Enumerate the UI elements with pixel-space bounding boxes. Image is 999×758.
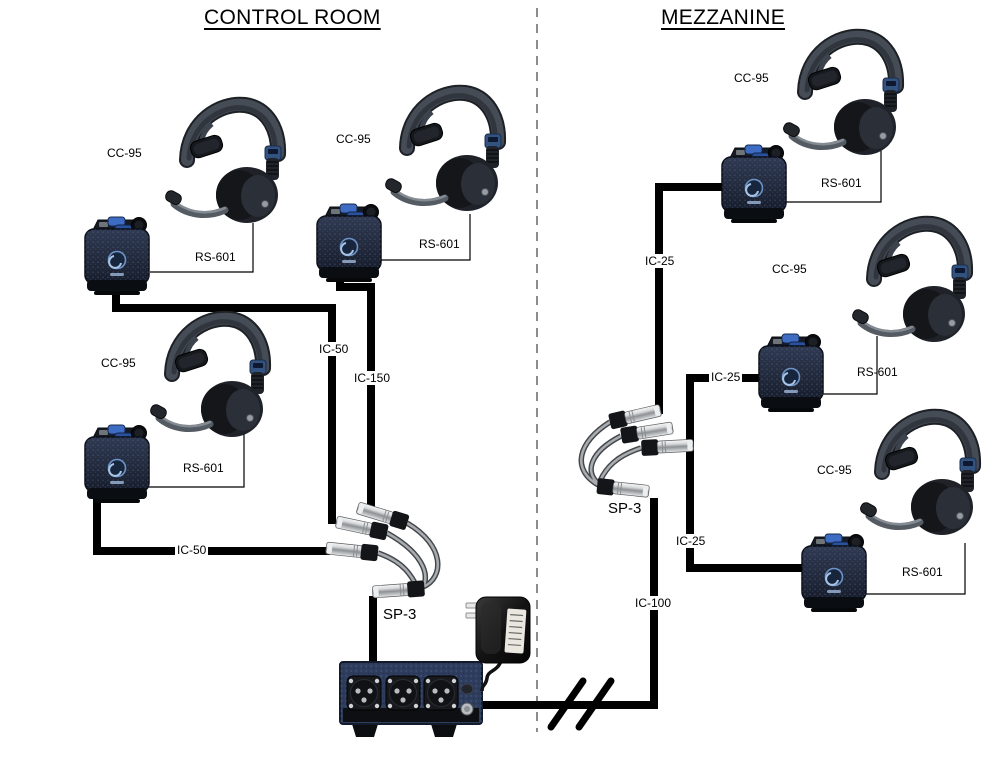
label-pointer-lines	[148, 146, 966, 595]
headset-label: CC-95	[817, 463, 852, 477]
splitter-label: SP-3	[383, 606, 417, 623]
beltpack-label: RS-601	[857, 365, 898, 379]
headset-label: CC-95	[107, 146, 142, 160]
cc95-headset-icon	[859, 417, 976, 535]
rs601-beltpack-icon	[801, 533, 867, 613]
cable-label-ic150: IC-150	[352, 371, 393, 385]
rs601-beltpack-icon	[721, 144, 787, 224]
splitter-label: SP-3	[608, 500, 642, 517]
rs601-beltpack-icon	[316, 203, 382, 283]
beltpack-label: RS-601	[419, 237, 460, 251]
cable-ic100-trunk	[482, 498, 658, 709]
rs601-beltpack-icon	[84, 424, 150, 504]
cable-break-icon	[547, 677, 615, 731]
rs601-beltpack-icon	[758, 333, 824, 413]
headset-label: CC-95	[336, 132, 371, 146]
beltpack-label: RS-601	[183, 461, 224, 475]
intercom-cables	[93, 183, 803, 709]
cable-label-ic50: IC-50	[175, 543, 209, 557]
section-title-control-room: CONTROL ROOM	[204, 6, 381, 29]
cable-label-ic25: IC-25	[709, 370, 743, 384]
xlr-panel	[346, 675, 459, 711]
cable-label-ic25: IC-25	[674, 534, 708, 548]
cable-ic50-riser	[112, 284, 336, 524]
xlr-connector	[371, 579, 426, 601]
headset-label: CC-95	[101, 356, 136, 370]
section-title-mezzanine: MEZZANINE	[661, 6, 786, 29]
cable-label-ic25: IC-25	[643, 254, 677, 268]
cc95-headset-icon	[782, 37, 899, 155]
power-supply-icon	[465, 596, 531, 692]
rs601-beltpack-icon	[84, 216, 150, 296]
cable-label-ic100: IC-100	[633, 596, 674, 610]
sp3-splitter-mezzanine	[578, 401, 695, 500]
beltpack-label: RS-601	[195, 250, 236, 264]
cc95-headset-icon	[149, 319, 266, 437]
main-station	[339, 661, 483, 737]
cc95-headset-icon	[164, 105, 281, 223]
beltpack-label: RS-601	[902, 565, 943, 579]
cc95-headset-icon	[851, 224, 968, 342]
headset-label: CC-95	[772, 262, 807, 276]
sp3-splitter-control-room	[324, 499, 441, 601]
cable-ic50-bottom	[93, 494, 330, 555]
xlr-connector	[640, 436, 695, 457]
xlr-connector	[595, 477, 651, 500]
xlr-connector	[324, 539, 380, 562]
cable-ic150-riser	[336, 272, 375, 508]
beltpack-label: RS-601	[821, 176, 862, 190]
cable-label-ic50: IC-50	[317, 342, 351, 356]
headset-label: CC-95	[734, 71, 769, 85]
cc95-headset-icon	[384, 93, 501, 211]
cable-ic25-drop1	[655, 183, 723, 414]
